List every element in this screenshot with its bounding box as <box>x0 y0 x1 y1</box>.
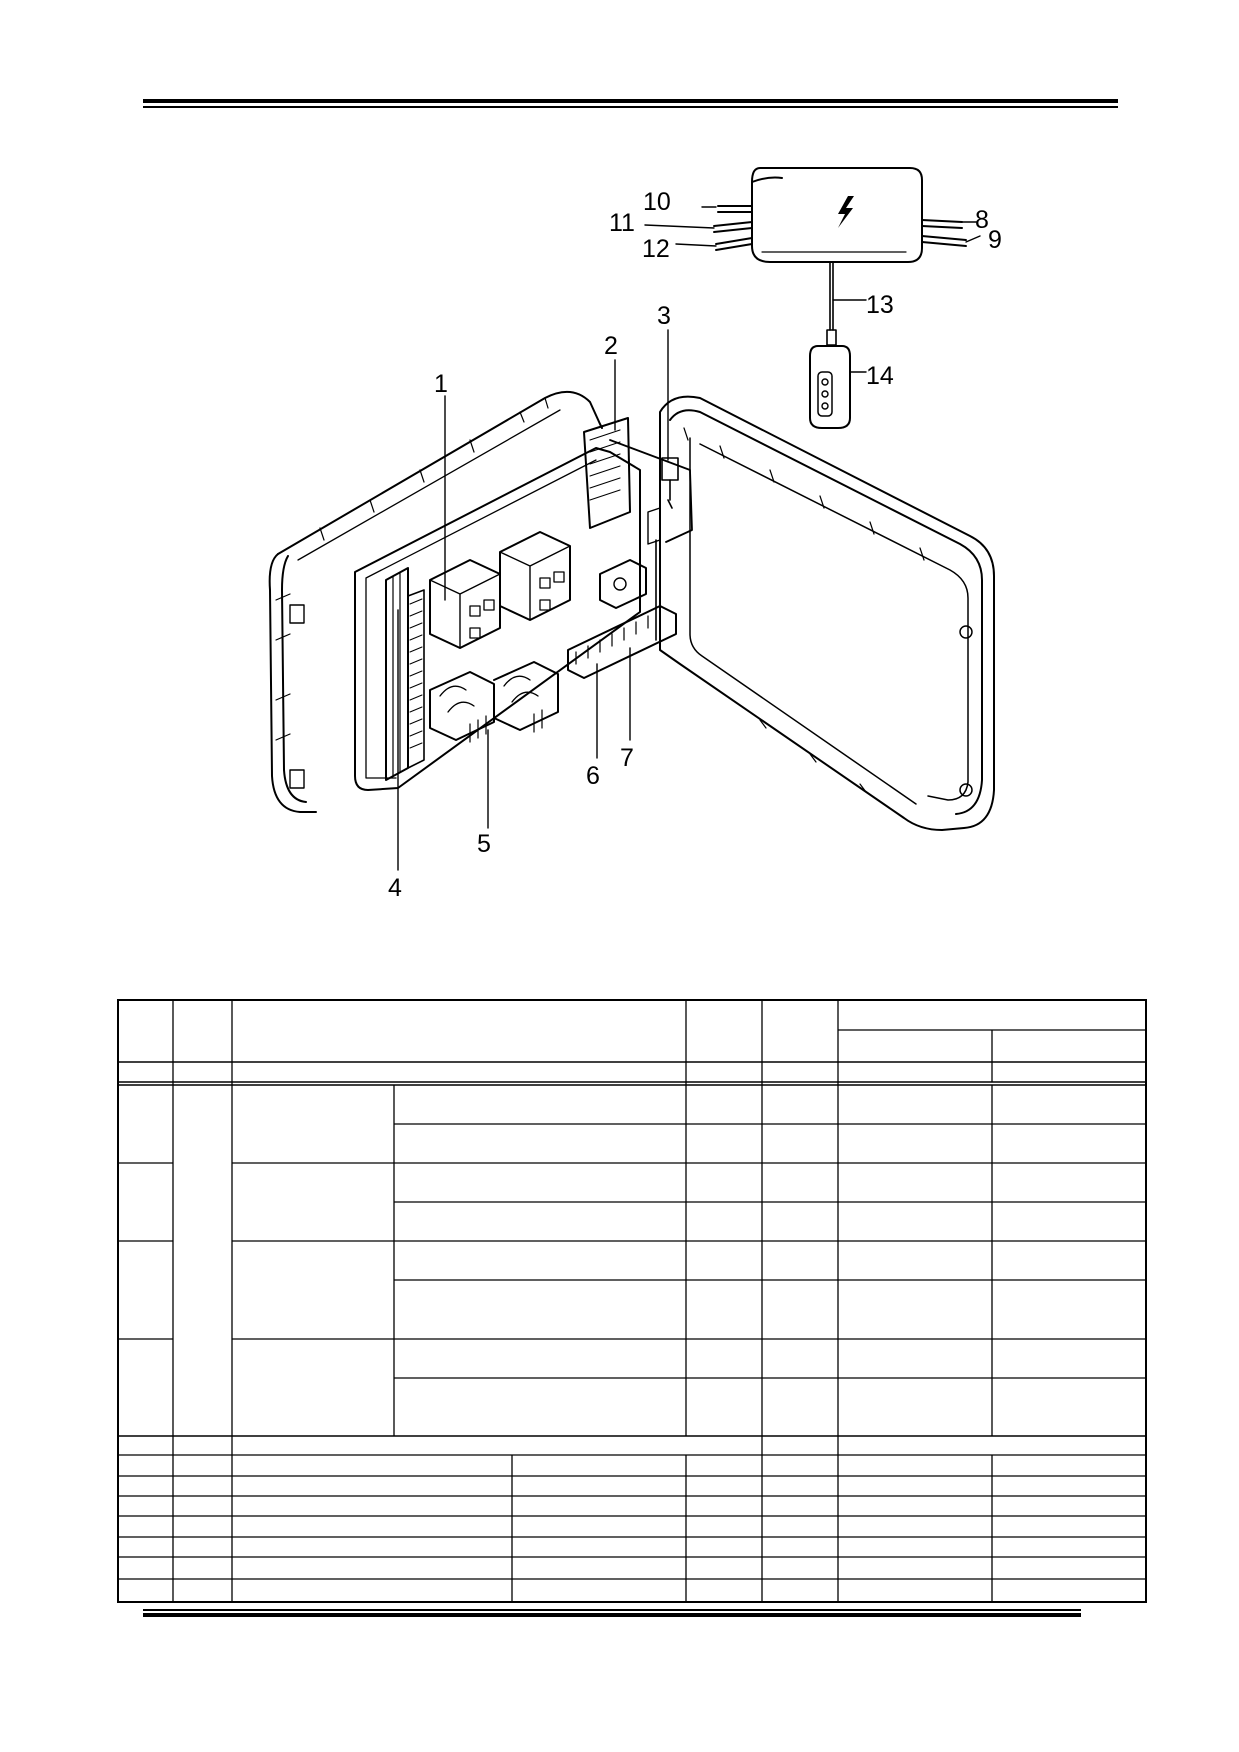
callout-leaders <box>397 329 669 871</box>
callout-5: 5 <box>477 830 491 858</box>
remote-module <box>644 167 981 429</box>
footer-rule-thick <box>143 1613 1081 1617</box>
callout-11: 11 <box>609 209 635 237</box>
callout-8: 8 <box>975 206 989 234</box>
header-rule-thin <box>143 106 1118 108</box>
lightning-bolt-icon <box>838 196 854 228</box>
callout-12: 12 <box>642 235 670 263</box>
callout-9: 9 <box>988 226 1002 254</box>
callout-4: 4 <box>388 874 402 902</box>
callout-10: 10 <box>643 188 671 216</box>
callout-1: 1 <box>434 370 448 398</box>
callout-7: 7 <box>620 744 634 772</box>
enclosure-lid <box>659 395 995 831</box>
footer-rule-thin <box>143 1609 1081 1611</box>
callout-3: 3 <box>657 302 671 330</box>
callout-6: 6 <box>586 762 600 790</box>
callout-13: 13 <box>866 291 894 319</box>
control-box-diagram: 1 2 3 4 5 6 7 8 9 10 11 12 13 14 <box>268 167 1002 902</box>
header-rule-thick <box>143 99 1118 103</box>
callout-2: 2 <box>604 332 618 360</box>
callout-14: 14 <box>866 362 894 390</box>
parts-table <box>117 999 1147 1603</box>
enclosure-base <box>268 391 693 813</box>
